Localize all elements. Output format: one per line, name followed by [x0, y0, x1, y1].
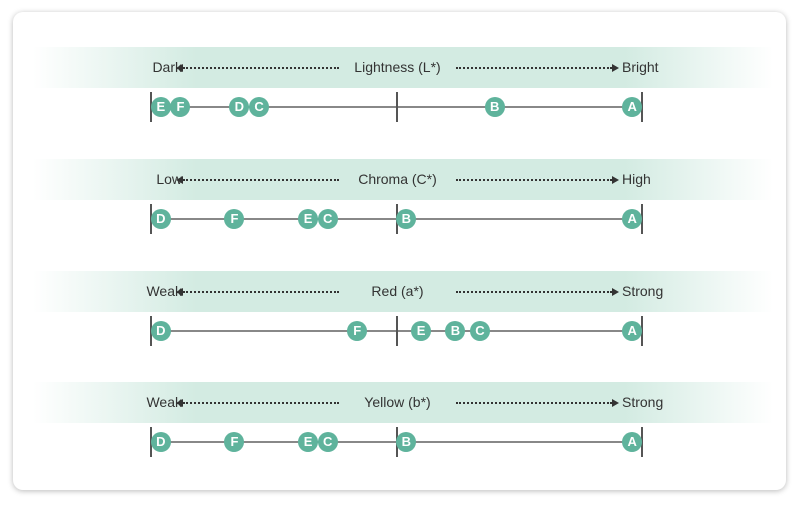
marker-a: A: [622, 432, 643, 452]
marker-e: E: [298, 432, 319, 452]
marker-c: C: [317, 432, 338, 452]
scale-band: [33, 271, 773, 312]
marker-c: C: [317, 209, 338, 229]
marker-f: F: [170, 97, 191, 117]
scale-title: Lightness (L*): [354, 59, 441, 75]
scale-right-label: Strong: [622, 394, 664, 410]
marker-c: C: [469, 321, 490, 341]
marker-d: D: [150, 432, 171, 452]
marker-b: B: [445, 321, 466, 341]
left-arrow-icon: [176, 64, 339, 72]
marker-d: D: [150, 321, 171, 341]
scale-right-label: High: [622, 171, 651, 187]
axis-tick-center: [396, 92, 398, 122]
marker-a: A: [622, 209, 643, 229]
scale-band: [33, 159, 773, 200]
right-arrow-icon: [456, 399, 619, 407]
marker-e: E: [411, 321, 432, 341]
marker-e: E: [298, 209, 319, 229]
marker-c: C: [249, 97, 270, 117]
marker-b: B: [396, 209, 417, 229]
scale-left-label: Weak: [146, 394, 182, 410]
right-arrow-icon: [456, 288, 619, 296]
scale-left-label: Weak: [146, 283, 182, 299]
marker-d: D: [150, 209, 171, 229]
scale-title: Red (a*): [371, 283, 424, 299]
scale-band: [33, 47, 773, 88]
marker-e: E: [150, 97, 171, 117]
marker-b: B: [484, 97, 505, 117]
marker-f: F: [347, 321, 368, 341]
scale-title: Chroma (C*): [358, 171, 437, 187]
scale-title: Yellow (b*): [364, 394, 431, 410]
axis-tick-center: [396, 316, 398, 346]
marker-b: B: [396, 432, 417, 452]
scale-left-label: Low: [156, 171, 182, 187]
scale-band: [33, 382, 773, 423]
marker-f: F: [224, 209, 245, 229]
scale-right-label: Strong: [622, 283, 664, 299]
right-arrow-icon: [456, 176, 619, 184]
scale-right-label: Bright: [622, 59, 659, 75]
right-arrow-icon: [456, 64, 619, 72]
marker-d: D: [229, 97, 250, 117]
left-arrow-icon: [176, 288, 339, 296]
marker-a: A: [622, 321, 643, 341]
marker-f: F: [224, 432, 245, 452]
left-arrow-icon: [176, 399, 339, 407]
scale-left-label: Dark: [152, 59, 182, 75]
left-arrow-icon: [176, 176, 339, 184]
marker-a: A: [622, 97, 643, 117]
